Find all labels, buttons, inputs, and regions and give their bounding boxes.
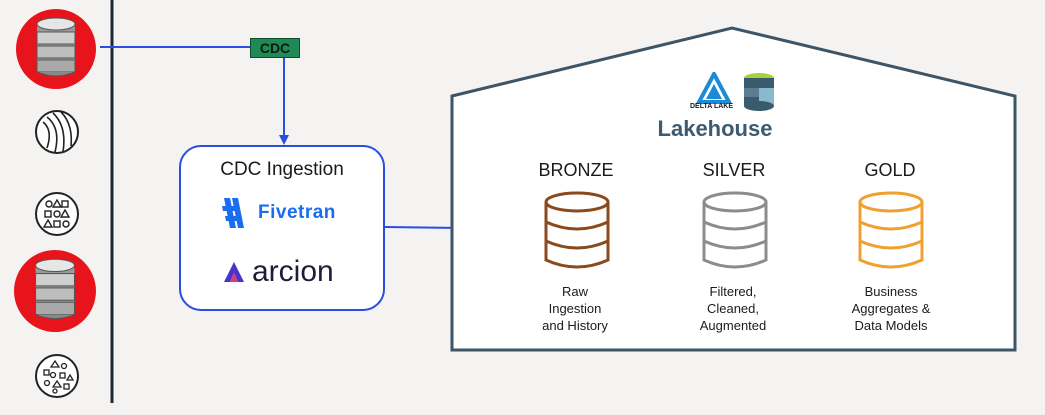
tier-description-line: and History bbox=[542, 318, 608, 333]
tier-description-line: Data Models bbox=[854, 318, 928, 333]
delta-lake-label: DELTA LAKE bbox=[690, 103, 734, 110]
streaming-icon bbox=[33, 108, 81, 161]
arcion-icon bbox=[224, 262, 244, 282]
database-storage-icon bbox=[744, 73, 774, 111]
scattered-shapes-icon bbox=[33, 352, 81, 405]
tier-description-gold: Business Aggregates & Data Models bbox=[826, 283, 956, 334]
shapes-icon bbox=[33, 190, 81, 243]
fivetran-icon bbox=[222, 198, 244, 228]
tier-description-line: Filtered, bbox=[709, 284, 757, 299]
tier-description-silver: Filtered, Cleaned, Augmented bbox=[668, 283, 798, 334]
oracle-database-icon bbox=[15, 8, 97, 95]
cdc-tag: CDC bbox=[250, 38, 300, 58]
tier-label-bronze: BRONZE bbox=[538, 160, 614, 180]
fivetran-label: Fivetran bbox=[258, 202, 336, 223]
tier-description-line: Aggregates & bbox=[851, 301, 931, 316]
arcion-logo: arcion bbox=[222, 255, 334, 289]
lakehouse-outline bbox=[450, 26, 1017, 352]
oracle-database-icon bbox=[13, 249, 97, 338]
delta-lake-icon bbox=[695, 72, 733, 104]
cdc-ingestion-title: CDC Ingestion bbox=[220, 159, 344, 180]
tier-description-bronze: Raw Ingestion and History bbox=[510, 283, 640, 334]
fivetran-logo: Fivetran bbox=[222, 198, 336, 228]
tier-description-line: Business bbox=[864, 284, 918, 299]
lakehouse-title: Lakehouse bbox=[657, 116, 773, 141]
tier-label-silver: SILVER bbox=[702, 160, 766, 180]
tier-description-line: Augmented bbox=[699, 318, 767, 333]
silver-database-icon bbox=[702, 191, 768, 269]
arcion-label: arcion bbox=[252, 255, 334, 288]
cdc-ingestion-box: CDC Ingestion bbox=[179, 145, 385, 311]
tier-description-line: Cleaned, bbox=[706, 301, 760, 316]
gold-database-icon bbox=[858, 191, 924, 269]
tier-label-gold: GOLD bbox=[864, 160, 916, 180]
tier-description-line: Raw bbox=[561, 284, 588, 299]
bronze-database-icon bbox=[544, 191, 610, 269]
tier-description-line: Ingestion bbox=[548, 301, 602, 316]
